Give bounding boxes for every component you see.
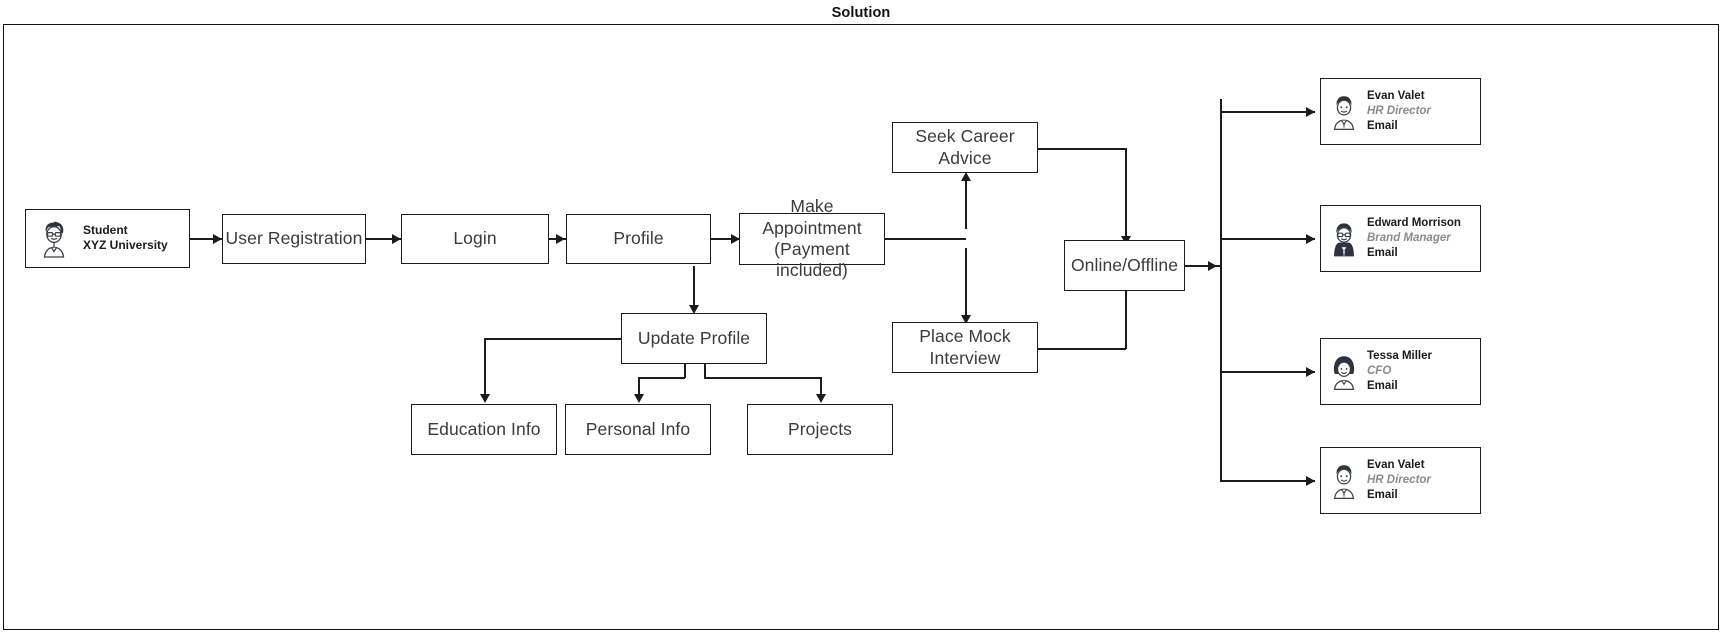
node-profile-label: Profile — [613, 228, 664, 249]
arrowhead-contact-3 — [1306, 367, 1315, 377]
node-make-appointment[interactable]: Make Appointment (Payment included) — [739, 196, 885, 280]
node-place-mock-interview-label-line2: Interview — [929, 347, 1001, 368]
connector-advice-to-online-h — [1038, 148, 1126, 150]
person-avatar-icon — [1330, 463, 1358, 499]
connector-update-personal-v2 — [638, 377, 640, 397]
student-organization: XYZ University — [83, 238, 168, 253]
arrowhead-contact-1 — [1306, 107, 1315, 117]
connector-update-projects-v1 — [704, 364, 706, 378]
connector-update-to-education-v — [484, 338, 486, 397]
connector-appointment-right — [884, 238, 966, 240]
person-avatar-icon — [1330, 221, 1358, 257]
contact-name: Evan Valet — [1367, 90, 1425, 103]
contact-card-2[interactable]: Edward Morrison Brand Manager Email — [1320, 205, 1481, 272]
node-education-info-label: Education Info — [427, 418, 541, 439]
connector-interview-to-online-h — [1038, 348, 1126, 350]
arrowhead-appointment — [731, 234, 740, 244]
connector-update-projects-v2 — [820, 377, 822, 397]
student-name: Student — [83, 223, 128, 238]
contact-name: Edward Morrison — [1367, 217, 1461, 230]
contact-role: Brand Manager — [1367, 232, 1451, 245]
node-education-info[interactable]: Education Info — [411, 404, 557, 455]
node-seek-career-advice[interactable]: Seek Career Advice — [892, 122, 1038, 173]
arrowhead-registration — [213, 234, 222, 244]
connector-bus-to-contact-3 — [1220, 371, 1315, 373]
node-online-offline-label: Online/Offline — [1070, 254, 1179, 275]
node-login[interactable]: Login — [401, 214, 549, 264]
node-seek-career-advice-label-line1: Seek Career — [915, 126, 1015, 147]
arrowhead-profile — [556, 234, 565, 244]
contact-card-1[interactable]: Evan Valet HR Director Email — [1320, 78, 1481, 145]
contact-card-2-text: Edward Morrison Brand Manager Email — [1367, 216, 1461, 260]
arrowhead-education-info — [480, 394, 490, 403]
node-make-appointment-label-line2: (Payment included) — [774, 239, 850, 281]
node-place-mock-interview-label-line1: Place Mock — [919, 326, 1011, 347]
contact-role: HR Director — [1367, 474, 1431, 487]
arrowhead-bus — [1208, 261, 1217, 271]
person-avatar-icon — [1330, 354, 1358, 390]
contact-card-3[interactable]: Tessa Miller CFO Email — [1320, 338, 1481, 405]
node-online-offline[interactable]: Online/Offline — [1064, 240, 1185, 291]
connector-profile-to-appointment — [711, 238, 744, 240]
node-projects-label: Projects — [787, 418, 852, 439]
connector-update-projects-h — [704, 377, 821, 379]
contact-name: Evan Valet — [1367, 459, 1425, 472]
contact-email-label[interactable]: Email — [1367, 119, 1398, 132]
contact-email-label[interactable]: Email — [1367, 246, 1398, 259]
connector-update-personal-h — [638, 377, 685, 379]
arrowhead-seek-career-advice — [961, 172, 971, 181]
arrowhead-personal-info — [634, 394, 644, 403]
connector-advice-to-online-v — [1125, 148, 1127, 240]
person-avatar-icon — [1330, 94, 1358, 130]
node-personal-info-label: Personal Info — [585, 418, 691, 439]
node-profile[interactable]: Profile — [566, 214, 711, 264]
student-actor-card[interactable]: Student XYZ University — [25, 209, 190, 268]
arrowhead-place-mock-interview — [961, 315, 971, 324]
contact-card-1-text: Evan Valet HR Director Email — [1367, 89, 1431, 133]
arrowhead-contact-2 — [1306, 234, 1315, 244]
connector-student-to-registration — [190, 238, 223, 240]
node-update-profile[interactable]: Update Profile — [621, 313, 767, 364]
node-projects[interactable]: Projects — [747, 404, 893, 455]
node-place-mock-interview[interactable]: Place Mock Interview — [892, 322, 1038, 373]
connector-update-personal-v1 — [684, 364, 686, 378]
contact-email-label[interactable]: Email — [1367, 379, 1398, 392]
connector-update-to-education-h — [484, 338, 622, 340]
contact-card-4[interactable]: Evan Valet HR Director Email — [1320, 447, 1481, 514]
connector-bus-to-contact-2 — [1220, 238, 1315, 240]
contact-card-4-text: Evan Valet HR Director Email — [1367, 458, 1431, 502]
node-personal-info[interactable]: Personal Info — [565, 404, 711, 455]
node-user-registration[interactable]: User Registration — [222, 214, 366, 264]
contact-name: Tessa Miller — [1367, 350, 1432, 363]
arrowhead-contact-4 — [1306, 476, 1315, 486]
contact-email-label[interactable]: Email — [1367, 488, 1398, 501]
node-make-appointment-label-line1: Make Appointment — [762, 196, 862, 238]
connector-interview-to-online-v — [1125, 283, 1127, 349]
arrowhead-projects — [816, 394, 826, 403]
student-avatar-icon — [34, 220, 74, 258]
node-seek-career-advice-label-line2: Advice — [938, 147, 992, 168]
contact-card-3-text: Tessa Miller CFO Email — [1367, 349, 1432, 393]
contact-role: HR Director — [1367, 105, 1431, 118]
contact-role: CFO — [1367, 365, 1392, 378]
connector-profile-down-2 — [693, 266, 695, 310]
connector-contact-bus — [1220, 99, 1222, 482]
node-user-registration-label: User Registration — [225, 228, 363, 249]
connector-registration-to-login — [365, 238, 402, 240]
connector-bus-to-contact-1 — [1220, 111, 1315, 113]
node-update-profile-label: Update Profile — [637, 327, 751, 348]
connector-appointment-to-advice — [965, 177, 967, 229]
connector-online-to-bus — [1185, 265, 1221, 267]
diagram-title: Solution — [3, 2, 1719, 25]
arrowhead-login — [392, 234, 401, 244]
student-actor-text: Student XYZ University — [83, 223, 168, 254]
node-login-label: Login — [453, 228, 497, 249]
connector-appointment-to-interview — [965, 248, 967, 320]
connector-bus-to-contact-4 — [1220, 480, 1315, 482]
arrowhead-update-profile — [689, 305, 699, 314]
